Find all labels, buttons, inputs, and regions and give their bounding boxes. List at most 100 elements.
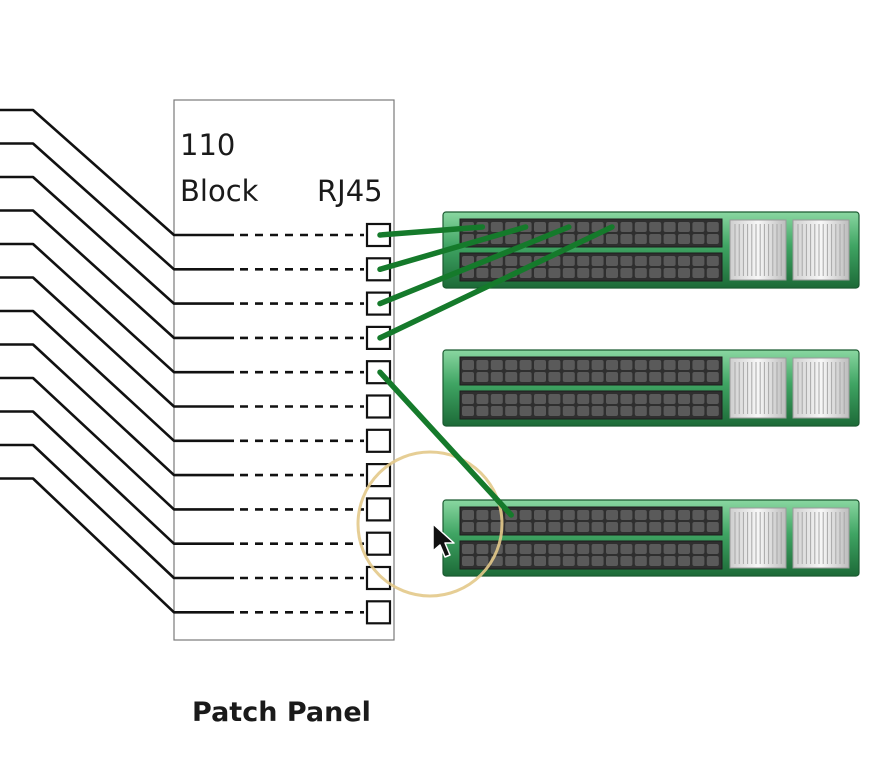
- switch-port: [505, 522, 518, 532]
- switch-port: [591, 372, 604, 382]
- switch-port: [678, 234, 690, 244]
- switch-port: [620, 234, 633, 244]
- switch-port: [505, 394, 518, 404]
- switch-port: [476, 544, 489, 554]
- switch-port: [663, 256, 676, 266]
- switch-port: [692, 394, 705, 404]
- switch-port: [706, 394, 719, 404]
- switch-port: [663, 394, 676, 404]
- switch-port: [606, 510, 618, 520]
- rj45-port: [365, 497, 392, 522]
- switch-port: [476, 394, 489, 404]
- switch-port: [505, 360, 518, 370]
- switch-port: [634, 360, 647, 370]
- switch-port: [490, 406, 503, 416]
- rj45-label: RJ45: [317, 174, 383, 208]
- switch-port: [462, 556, 474, 566]
- fan-vent: [729, 507, 787, 569]
- switch-port: [505, 556, 518, 566]
- incoming-wire: [0, 477, 234, 614]
- rj45-port: [365, 531, 392, 556]
- switch-port: [634, 222, 647, 232]
- switch-port: [692, 372, 705, 382]
- switch-port: [562, 360, 575, 370]
- switch-port: [706, 360, 719, 370]
- incoming-wire: [0, 242, 234, 374]
- switch-port: [534, 510, 546, 520]
- switch-port: [548, 556, 561, 566]
- switch-port: [606, 256, 618, 266]
- switch-port: [577, 372, 590, 382]
- switch-port: [562, 510, 575, 520]
- switch-port: [577, 360, 590, 370]
- switch-port: [706, 234, 719, 244]
- switch-port: [476, 372, 489, 382]
- incoming-wire: [0, 443, 234, 580]
- switch-port: [476, 510, 489, 520]
- network-switch: [442, 349, 860, 427]
- switch-port: [692, 222, 705, 232]
- switch-port: [548, 544, 561, 554]
- switch-port: [490, 522, 503, 532]
- switch-port: [490, 268, 503, 278]
- switch-port: [678, 522, 690, 532]
- switch-port: [620, 256, 633, 266]
- rj45-port: [365, 428, 392, 453]
- switch-port: [534, 544, 546, 554]
- switch-port: [548, 406, 561, 416]
- switch-port: [591, 406, 604, 416]
- switch-port: [519, 544, 532, 554]
- switch-port: [649, 222, 662, 232]
- fan-vent-frame: [729, 507, 787, 569]
- switch-port: [634, 394, 647, 404]
- switch-port: [634, 522, 647, 532]
- switch-port: [562, 268, 575, 278]
- switch-port: [678, 360, 690, 370]
- switch-port: [562, 556, 575, 566]
- switch-port: [620, 510, 633, 520]
- switch-port: [519, 256, 532, 266]
- switch-port: [519, 510, 532, 520]
- switch-port: [577, 268, 590, 278]
- switch-port: [620, 372, 633, 382]
- switch-port: [706, 522, 719, 532]
- switch-port: [591, 522, 604, 532]
- switch-port: [577, 222, 590, 232]
- fan-vent: [729, 357, 787, 419]
- incoming-wires: [0, 108, 234, 614]
- incoming-wire: [0, 343, 234, 477]
- switch-port: [634, 372, 647, 382]
- punchdown-links: [240, 233, 364, 614]
- switch-port: [663, 360, 676, 370]
- switch-port: [591, 256, 604, 266]
- fan-vent: [792, 507, 850, 569]
- switch-port: [562, 522, 575, 532]
- switch-port: [634, 510, 647, 520]
- network-switch: [442, 499, 860, 577]
- switch-port: [634, 256, 647, 266]
- incoming-wire: [0, 209, 234, 340]
- switch-port: [678, 544, 690, 554]
- switch-port: [706, 406, 719, 416]
- fan-vent-frame: [792, 219, 850, 281]
- switch-port: [663, 510, 676, 520]
- switch-port: [562, 544, 575, 554]
- switch-port: [534, 372, 546, 382]
- incoming-wire: [0, 376, 234, 511]
- patch-cable: [377, 369, 514, 518]
- switch-port: [663, 522, 676, 532]
- fan-vent-frame: [792, 507, 850, 569]
- switch-port: [706, 256, 719, 266]
- switch-port: [606, 406, 618, 416]
- switch-port: [649, 234, 662, 244]
- switch-port: [620, 406, 633, 416]
- switch-port: [706, 222, 719, 232]
- switch-port: [620, 556, 633, 566]
- switch-port: [649, 544, 662, 554]
- switch-port: [678, 394, 690, 404]
- switch-port: [692, 406, 705, 416]
- switch-port: [620, 360, 633, 370]
- rj45-port: [365, 565, 392, 591]
- switch-port: [649, 556, 662, 566]
- switch-port: [649, 268, 662, 278]
